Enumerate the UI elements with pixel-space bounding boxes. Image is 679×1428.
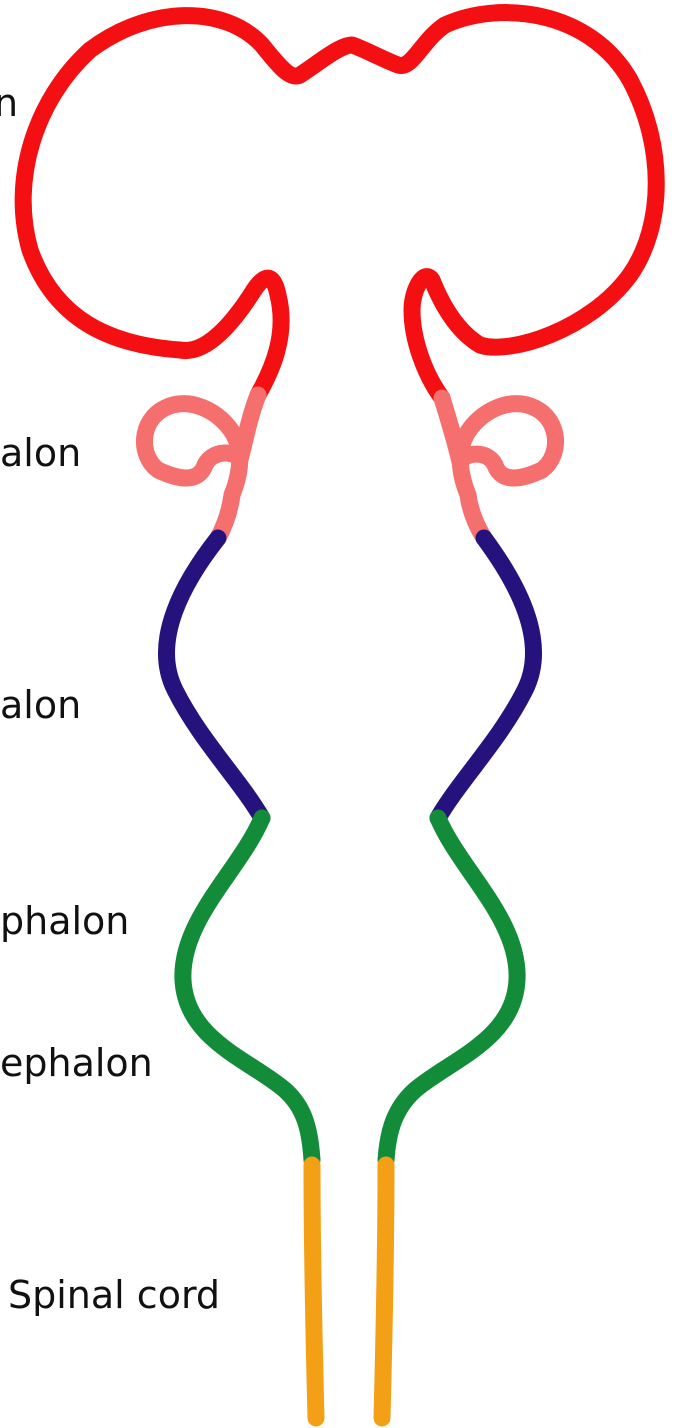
telencephalon-label: n [0, 84, 18, 122]
mesencephalon-right [438, 538, 534, 818]
spinal-cord-label: Spinal cord [8, 1276, 220, 1314]
diencephalon [144, 395, 555, 538]
spinal-cord-right [382, 1165, 386, 1418]
rhombencephalon-left [183, 818, 312, 1160]
myelencephalon-label: ephalon [0, 1044, 153, 1082]
diencephalon-label: alon [0, 434, 81, 472]
mesencephalon-label: alon [0, 686, 81, 724]
diencephalon-right [442, 398, 556, 538]
diencephalon-left [144, 395, 258, 538]
mesencephalon-left [167, 538, 262, 818]
spinal-cord-left [312, 1165, 316, 1418]
rhombencephalon-right [386, 818, 517, 1160]
metencephalon-label: phalon [0, 902, 129, 940]
telencephalon-outline [23, 13, 656, 398]
